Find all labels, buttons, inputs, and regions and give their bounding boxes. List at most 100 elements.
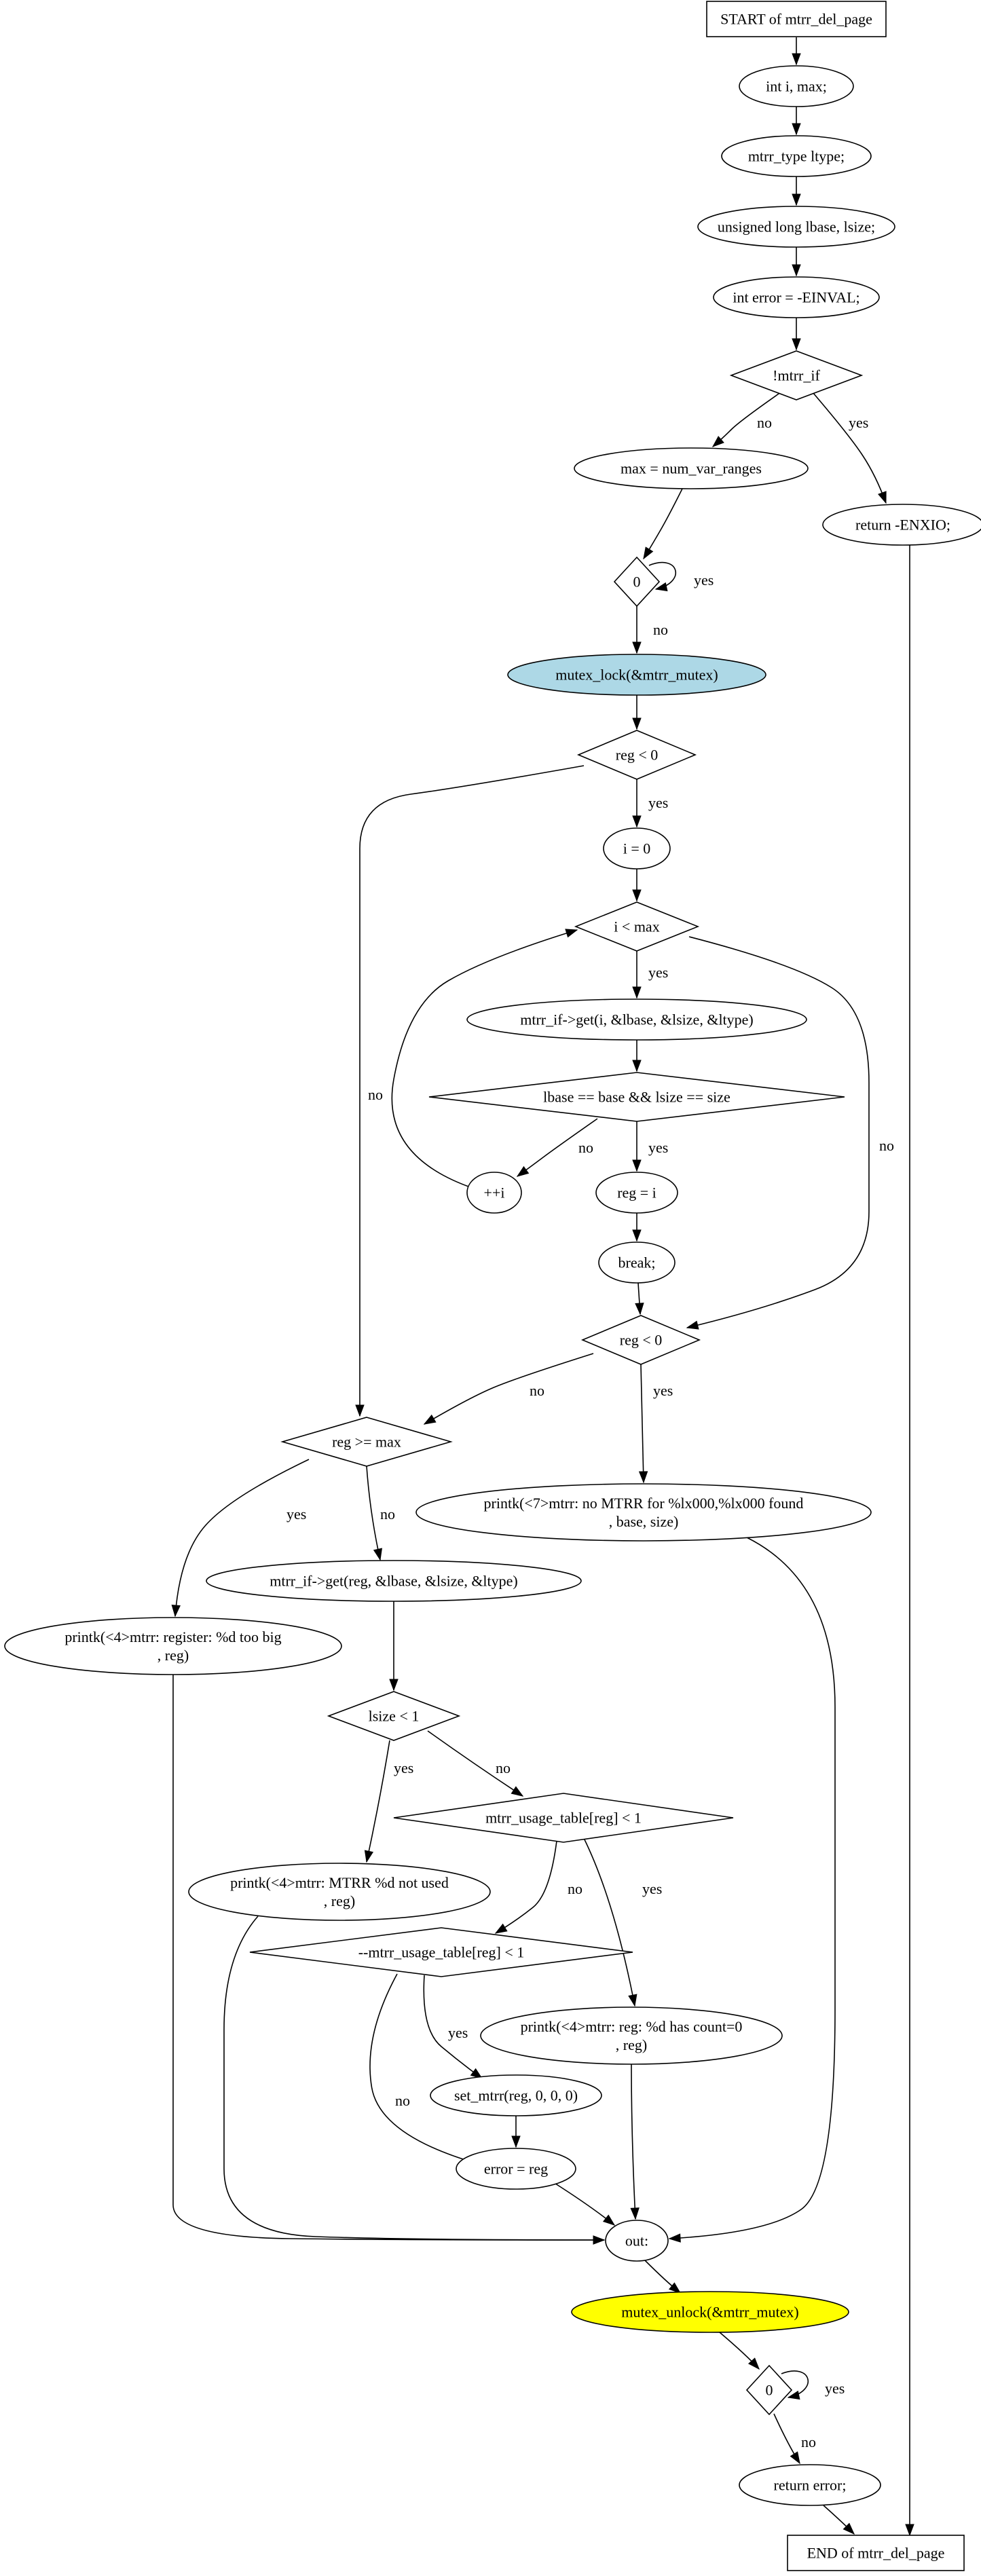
edge-n20-to-n21	[644, 2260, 682, 2294]
edge-label: no	[653, 621, 668, 638]
edge-label: yes	[448, 2024, 468, 2041]
node-label: reg = i	[617, 1184, 656, 1201]
edge-label: no	[530, 1382, 544, 1399]
edge-arrowhead	[373, 1548, 383, 1561]
node-n16-statement: printk(<4>mtrr: MTRR %d not used, reg)	[188, 1863, 491, 1921]
ellipse-shape	[480, 2006, 783, 2065]
edge-n21-to-d11	[719, 2332, 760, 2370]
node-n3-statement: unsigned long lbase, lsize;	[697, 206, 895, 248]
edge-d9-to-d10: no	[494, 1840, 582, 1934]
edge-label: no	[578, 1139, 593, 1156]
edge-arrowhead	[792, 264, 801, 277]
edge-label: yes	[648, 964, 668, 981]
edge-d3-to-n8: yes	[632, 779, 668, 828]
edge-n18-to-n19	[511, 2116, 521, 2148]
node-n1-statement: int i, max;	[739, 65, 854, 107]
edge-arrowhead	[364, 1850, 374, 1863]
node-n10-statement: ++i	[466, 1172, 522, 1214]
edge-line	[359, 765, 585, 1416]
edge-label: yes	[286, 1506, 306, 1523]
edge-n13-to-n20	[668, 1537, 836, 2243]
edge-arrowhead	[792, 338, 801, 351]
edge-arrowhead	[632, 641, 642, 654]
node-n4-statement: int error = -EINVAL;	[713, 276, 880, 318]
ellipse-shape	[430, 2074, 602, 2116]
edge-start-to-n1	[792, 37, 801, 66]
diamond-shape	[393, 1793, 734, 1843]
edge-d6-to-n13: yes	[638, 1364, 673, 1484]
edge-arrowhead	[355, 1404, 365, 1417]
node-label: END of mtrr_del_page	[807, 2545, 945, 2562]
edge-label: yes	[642, 1880, 662, 1897]
node-n8-statement: i = 0	[603, 827, 671, 870]
edge-d2-to-d2: yes	[648, 561, 714, 592]
node-label: reg < 0	[616, 747, 659, 764]
edge-arrowhead	[593, 2235, 606, 2245]
edge-d11-to-n22: no	[773, 2413, 816, 2465]
edge-d10-to-n19: no	[369, 1973, 490, 2169]
node-label: mtrr_if->get(reg, &lbase, &lsize, &ltype…	[270, 1573, 518, 1590]
edge-line	[427, 1730, 523, 1797]
node-label: out:	[625, 2233, 648, 2250]
node-n22-statement: return error;	[739, 2464, 881, 2506]
edge-line	[174, 1459, 310, 1617]
edge-line	[223, 1916, 605, 2241]
ellipse-shape	[415, 1483, 872, 1542]
edge-d9-to-n17: yes	[583, 1837, 662, 2007]
node-n13-statement: printk(<7>mtrr: no MTRR for %lx000,%lx00…	[415, 1483, 872, 1542]
node-label: unsigned long lbase, lsize;	[718, 219, 875, 236]
ellipse-shape	[721, 135, 872, 177]
node-label: mtrr_usage_table[reg] < 1	[485, 1810, 642, 1827]
node-n14-statement: mtrr_if->get(reg, &lbase, &lsize, &ltype…	[206, 1560, 582, 1602]
diamond-shape	[613, 556, 661, 608]
node-label: set_mtrr(reg, 0, 0, 0)	[454, 2087, 578, 2104]
edge-arrowhead	[171, 1605, 181, 1618]
ellipse-shape	[603, 827, 671, 870]
edge-n17-to-n20	[630, 2064, 640, 2220]
node-n11-statement: reg = i	[595, 1172, 678, 1214]
edge-label: yes	[653, 1382, 673, 1399]
node-n20-statement: out:	[605, 2220, 669, 2262]
box-shape	[787, 2535, 965, 2571]
node-n9-statement: mtrr_if->get(i, &lbase, &lsize, &ltype)	[466, 998, 807, 1041]
edge-label: no	[380, 1506, 395, 1523]
edge-n3-to-n4	[792, 247, 801, 277]
node-d6-decision: reg < 0	[580, 1315, 701, 1365]
node-start-box: START of mtrr_del_page	[706, 1, 887, 37]
ellipse-shape	[4, 1617, 342, 1675]
edge-label: no	[879, 1137, 894, 1154]
edge-d3-to-d7: no	[355, 765, 585, 1417]
node-label: int error = -EINVAL;	[733, 289, 859, 306]
edge-line	[686, 936, 870, 1328]
edge-arrowhead	[516, 1165, 530, 1177]
edge-line	[812, 392, 887, 504]
edge-arrowhead	[632, 889, 642, 902]
edge-n14-to-d8	[389, 1601, 399, 1692]
ellipse-shape	[739, 2464, 881, 2506]
node-label: , reg)	[616, 2036, 647, 2053]
node-label: START of mtrr_del_page	[720, 11, 872, 28]
self-loop-arrowhead	[654, 582, 668, 592]
edge-line	[640, 1364, 644, 1483]
edge-line	[366, 1466, 381, 1561]
edge-line	[631, 2064, 636, 2220]
node-label: printk(<4>mtrr: register: %d too big	[64, 1628, 281, 1645]
edge-arrowhead	[747, 2357, 760, 2370]
node-d10-decision: --mtrr_usage_table[reg] < 1	[249, 1927, 633, 1977]
edge-arrowhead	[628, 1994, 637, 2007]
edge-d1-to-n5: no	[711, 392, 781, 447]
node-label: return -ENXIO;	[855, 517, 950, 534]
node-label: i < max	[614, 918, 659, 935]
edge-arrowhead	[632, 717, 642, 730]
node-label: error = reg	[484, 2161, 548, 2178]
edge-arrowhead	[632, 1060, 642, 1072]
node-d3-decision: reg < 0	[576, 730, 697, 780]
edge-n7-to-d3	[632, 695, 642, 730]
edge-d7-to-n14: no	[366, 1466, 395, 1561]
node-n12-statement: break;	[598, 1242, 675, 1284]
node-n19-statement: error = reg	[456, 2148, 576, 2190]
edge-label: no	[368, 1086, 383, 1103]
edge-line	[424, 1353, 594, 1425]
edge-n10-to-d4	[391, 929, 578, 1187]
node-label: reg < 0	[620, 1332, 663, 1349]
